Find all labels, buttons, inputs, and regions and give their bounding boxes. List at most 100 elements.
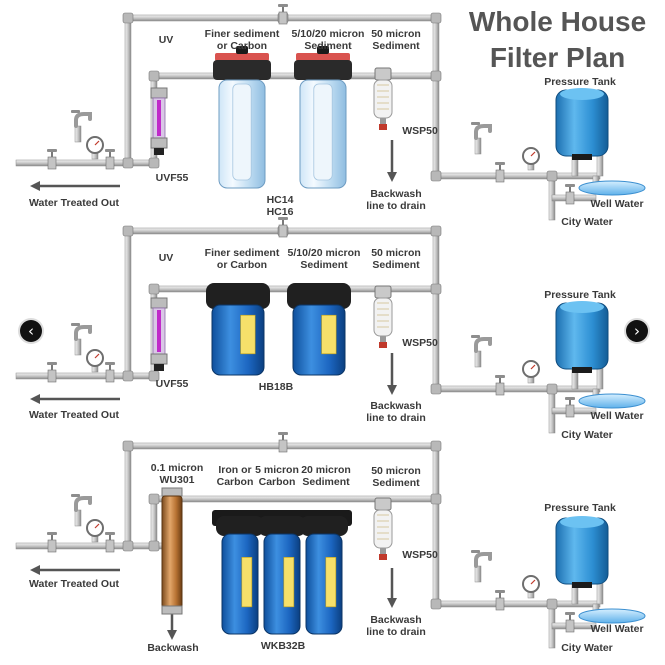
- faucet-riser: [74, 125, 82, 143]
- spin-down-filter-icon: [373, 509, 393, 549]
- p1-pressure-tank-label: Pressure Tank: [544, 76, 616, 88]
- wsp-valve-icon: [379, 554, 387, 560]
- wsp-valve-icon: [379, 342, 387, 348]
- valve-stem: [499, 164, 501, 170]
- pipe: [153, 495, 437, 503]
- pipe-fitting: [148, 283, 160, 295]
- wsp-valve-icon: [379, 124, 387, 130]
- valve-handle: [495, 590, 505, 593]
- pipe: [432, 17, 440, 177]
- tank-top: [560, 88, 604, 100]
- blue-filter-housing-icon: [305, 533, 343, 635]
- p2-housing-model: HB18B: [258, 381, 294, 393]
- pipe-fitting: [546, 170, 558, 182]
- faucet-handle: [471, 550, 480, 553]
- valve-handle: [278, 432, 288, 435]
- faucet-icon: [74, 112, 92, 128]
- faucet-icon: [74, 496, 92, 512]
- valve-handle: [105, 362, 115, 365]
- valve-handle: [495, 375, 505, 378]
- faucet-riser: [74, 509, 82, 527]
- gauge-needle: [94, 140, 100, 146]
- chevron-right-icon: ›: [634, 322, 640, 340]
- faucet-riser: [474, 350, 482, 368]
- valve: [495, 169, 505, 183]
- valve-handle: [47, 362, 57, 365]
- uv-cap: [150, 87, 168, 99]
- faucet-handle: [471, 122, 480, 125]
- valve-stem: [569, 614, 571, 620]
- housing-cap: [216, 516, 264, 536]
- pipe-fitting: [122, 12, 134, 24]
- pipe-fitting: [148, 540, 160, 552]
- housing-cap: [258, 516, 306, 536]
- uv-cap: [150, 353, 168, 365]
- faucet-icon: [474, 552, 492, 568]
- valve-handle: [565, 184, 575, 187]
- valve: [565, 619, 575, 633]
- valve-stem: [569, 399, 571, 405]
- valve-stem: [109, 151, 111, 157]
- valve-handle: [47, 149, 57, 152]
- p2-uv-model: UVF55: [155, 378, 189, 390]
- valve-stem: [51, 534, 53, 540]
- valve-stem: [282, 219, 284, 225]
- faucet-icon: [474, 337, 492, 353]
- tank-base: [572, 582, 592, 588]
- uv-lamp-glow: [157, 100, 161, 136]
- gauge-needle: [94, 353, 100, 359]
- housing-cap: [206, 283, 270, 309]
- valve: [278, 224, 288, 238]
- p3-city-water-label: City Water: [561, 642, 613, 654]
- arrow-down-icon: [387, 385, 397, 395]
- arrow-down-icon: [387, 598, 397, 608]
- housing-cap: [294, 60, 352, 80]
- next-button[interactable]: ›: [626, 320, 648, 342]
- gauge-needle: [530, 579, 536, 585]
- p2-wsp-label: WSP50: [402, 337, 438, 349]
- blue-filter-housing-icon: [263, 533, 301, 635]
- faucet-handle: [471, 335, 480, 338]
- pipe-fitting: [122, 370, 134, 382]
- pipe-fitting: [148, 157, 160, 169]
- valve-handle: [47, 532, 57, 535]
- faucet-icon: [474, 124, 492, 140]
- arrow-left-icon: [30, 394, 40, 404]
- pipe-fitting: [122, 157, 134, 169]
- ultrafiltration-filter-icon: [161, 495, 183, 615]
- valve-stem: [109, 364, 111, 370]
- pipe-fitting: [430, 283, 442, 295]
- valve: [47, 369, 57, 383]
- housing-button: [296, 53, 350, 61]
- valve-stem: [499, 592, 501, 598]
- valve-stem: [499, 377, 501, 383]
- arrow-down-icon: [167, 630, 177, 640]
- housing-button: [215, 53, 269, 61]
- pipe: [15, 542, 171, 550]
- arrow-left-icon: [30, 565, 40, 575]
- prev-button[interactable]: ‹: [20, 320, 42, 342]
- valve: [278, 11, 288, 25]
- tank-top: [560, 516, 604, 528]
- pipe-fitting: [546, 598, 558, 610]
- faucet-icon: [74, 325, 92, 341]
- p3-wsp-label: WSP50: [402, 549, 438, 561]
- wu-cap: [161, 487, 183, 497]
- valve-stem: [282, 6, 284, 12]
- pipe: [124, 230, 132, 377]
- tank-top: [560, 301, 604, 313]
- faucet-riser: [74, 338, 82, 356]
- valve: [495, 597, 505, 611]
- wu-cap: [161, 605, 183, 615]
- p2-city-water-label: City Water: [561, 429, 613, 441]
- spin-down-filter-icon: [373, 297, 393, 337]
- wsp-head: [374, 497, 392, 511]
- uv-cap: [150, 297, 168, 309]
